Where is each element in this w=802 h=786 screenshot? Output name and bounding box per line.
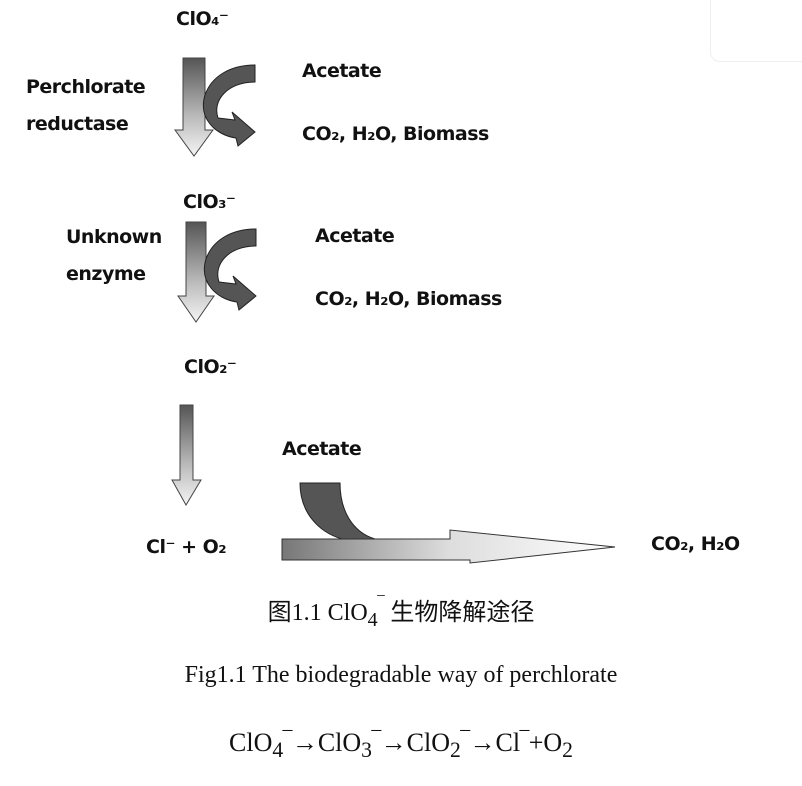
acetate-input-shape — [299, 482, 376, 540]
products-label-2: CO₂, H₂O, Biomass — [315, 288, 502, 310]
caption-english: Fig1.1 The biodegradable way of perchlor… — [184, 662, 618, 688]
donor-label-1: Acetate — [302, 60, 382, 82]
curved-arrow-2 — [204, 228, 257, 311]
species-chlorate: ClO₃⁻ — [183, 191, 236, 213]
enzyme-label-1a: Perchlorate — [26, 76, 146, 98]
curved-arrow-1 — [203, 64, 256, 147]
horizontal-arrow — [281, 529, 616, 564]
enzyme-label-2a: Unknown — [66, 226, 162, 248]
enzyme-label-2b: enzyme — [66, 263, 146, 285]
donor-label-2: Acetate — [315, 225, 395, 247]
enzyme-label-1b: reductase — [26, 113, 129, 135]
species-chloride-oxygen: Cl⁻ + O₂ — [146, 536, 227, 558]
products-label-1: CO₂, H₂O, Biomass — [302, 123, 489, 145]
end-products-label: CO₂, H₂O — [651, 533, 740, 555]
caption-chinese: 图1.1 ClO4‾ 生物降解途径 — [267, 594, 535, 631]
species-chlorite: ClO₂⁻ — [184, 356, 237, 378]
reaction-equation: ClO4‾→ClO3‾→ClO2‾→Cl‾+O2 — [229, 728, 573, 763]
down-arrow-3 — [171, 404, 202, 506]
donor-label-3: Acetate — [282, 438, 362, 460]
down-arrow-1 — [174, 57, 214, 157]
corner-panel — [710, 0, 802, 62]
species-perchlorate: ClO₄⁻ — [176, 8, 229, 30]
down-arrow-2 — [177, 221, 215, 323]
